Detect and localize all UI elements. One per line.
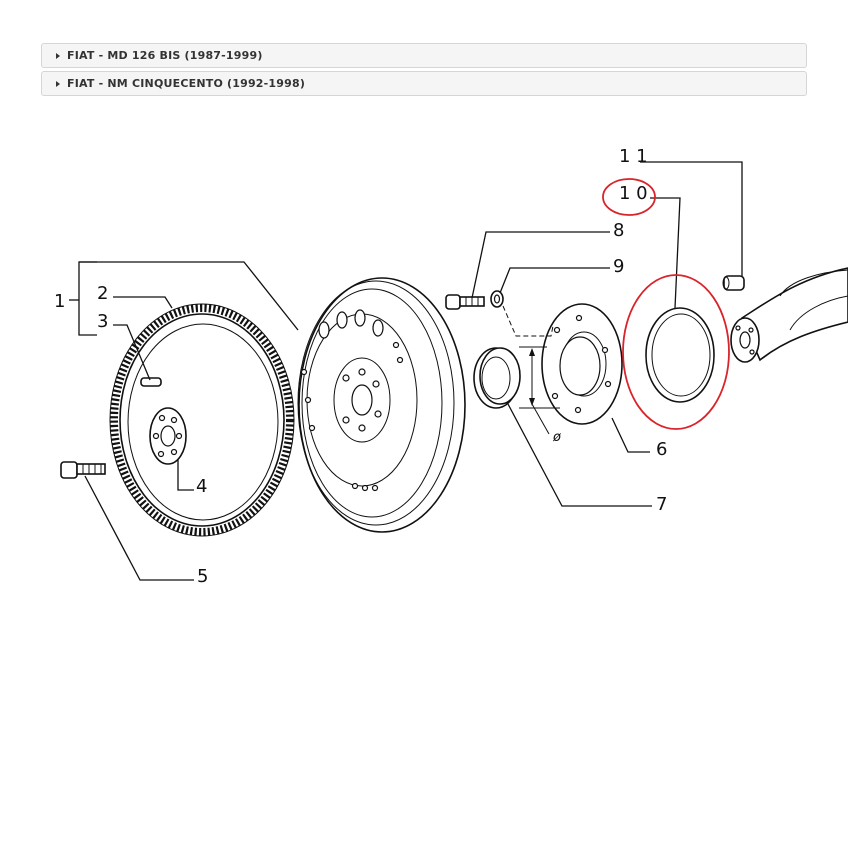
oil-seal — [473, 347, 521, 409]
accordion-label: FIAT - NM CINQUECENTO (1992-1998) — [67, 77, 306, 90]
highlight-circle-part — [622, 274, 730, 430]
bushing-11 — [722, 275, 745, 291]
highlight-circle-callout — [602, 178, 656, 216]
crankshaft — [730, 267, 848, 363]
highlight-marks — [602, 178, 730, 430]
accordion-label: FIAT - MD 126 BIS (1987-1999) — [67, 49, 263, 62]
ring-gear — [109, 303, 295, 537]
callout-3: 3 — [97, 311, 108, 332]
callout-1: 1 — [54, 291, 65, 312]
washer-9 — [490, 290, 504, 308]
leader-lines — [69, 161, 743, 581]
callout-2: 2 — [97, 283, 108, 304]
o-ring — [645, 307, 715, 403]
diameter-symbol: ø — [552, 430, 562, 445]
callout-9: 9 — [613, 256, 624, 277]
dowel-pin — [140, 377, 162, 387]
flange-housing — [541, 303, 623, 425]
hub-plate — [149, 407, 187, 465]
callout-5: 5 — [197, 566, 208, 587]
accordion-item-md126bis[interactable]: FIAT - MD 126 BIS (1987-1999) — [41, 43, 807, 68]
callout-11: 1 1 — [619, 146, 648, 167]
caret-right-icon — [56, 53, 60, 59]
flywheel — [297, 277, 466, 533]
bolt-5 — [60, 461, 106, 479]
callout-4: 4 — [196, 476, 207, 497]
callout-10: 1 0 — [619, 183, 648, 204]
callout-numbers: 1 2 3 4 5 6 7 8 9 1 0 1 1 ø — [54, 146, 667, 587]
callout-8: 8 — [613, 220, 624, 241]
accordion-item-cinquecento[interactable]: FIAT - NM CINQUECENTO (1992-1998) — [41, 71, 807, 96]
caret-right-icon — [56, 81, 60, 87]
callout-6: 6 — [656, 439, 667, 460]
callout-7: 7 — [656, 494, 667, 515]
bolt-8 — [445, 294, 485, 310]
